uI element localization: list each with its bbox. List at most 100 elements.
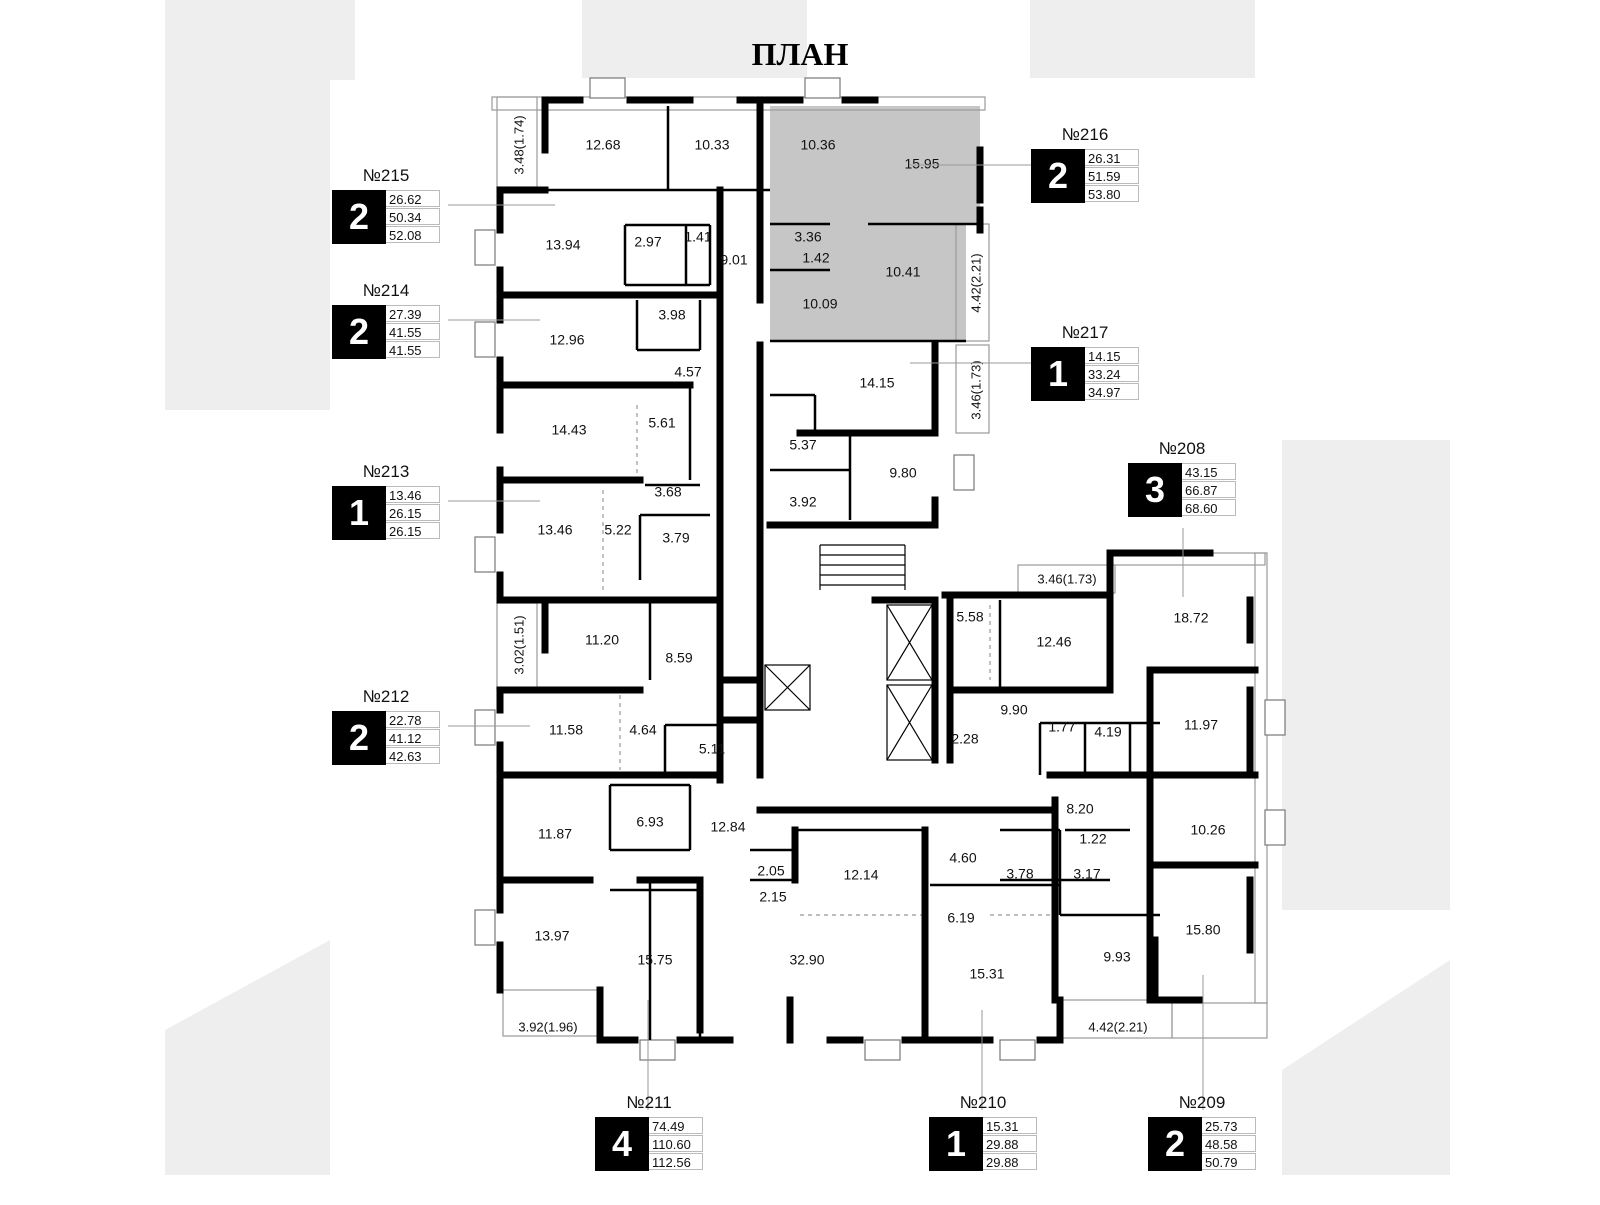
room-label: 12.84 xyxy=(710,819,745,835)
total-area: 66.87 xyxy=(1182,481,1236,498)
apartment-badge-211[interactable]: №211 4 74.49 110.60 112.56 xyxy=(595,1093,703,1171)
balcony-label: 3.92(1.96) xyxy=(518,1019,577,1034)
total-area: 110.60 xyxy=(649,1135,703,1152)
room-label: 14.15 xyxy=(859,375,894,391)
room-count: 4 xyxy=(595,1117,649,1171)
room-label: 13.46 xyxy=(537,522,572,538)
room-count: 1 xyxy=(1031,347,1085,401)
room-label: 3.98 xyxy=(658,307,685,323)
room-label: 1.42 xyxy=(802,250,829,266)
plan-title: ПЛАН xyxy=(751,36,849,72)
apartment-number: №212 xyxy=(362,687,410,706)
room-label: 15.95 xyxy=(904,156,939,172)
room-label: 2.05 xyxy=(757,863,784,879)
background-blocks xyxy=(165,0,1450,1175)
balcony-label: 3.02(1.51) xyxy=(511,615,526,674)
room-labels: 12.68 10.33 10.36 15.95 13.94 2.97 1.41 … xyxy=(534,137,1225,982)
room-label: 12.68 xyxy=(585,137,620,153)
apartment-badge-209[interactable]: №209 2 25.73 48.58 50.79 xyxy=(1148,1093,1256,1171)
room-label: 12.46 xyxy=(1036,634,1071,650)
room-label: 2.28 xyxy=(951,731,978,747)
apartment-number: №216 xyxy=(1061,125,1109,144)
total-area-with-balcony: 52.08 xyxy=(386,226,440,243)
windows xyxy=(474,77,1286,1061)
room-label: 3.68 xyxy=(654,484,681,500)
room-label: 15.75 xyxy=(637,952,672,968)
room-count: 3 xyxy=(1128,463,1182,517)
room-label: 3.78 xyxy=(1006,866,1033,882)
room-label: 4.64 xyxy=(629,722,656,738)
living-area: 74.49 xyxy=(649,1117,703,1134)
apartment-number: №208 xyxy=(1158,439,1206,458)
room-label: 4.57 xyxy=(674,364,701,380)
apartment-number: №210 xyxy=(959,1093,1007,1112)
room-label: 18.72 xyxy=(1173,610,1208,626)
room-count: 2 xyxy=(1148,1117,1202,1171)
apartment-badge-216[interactable]: №216 2 26.31 51.59 53.80 xyxy=(1031,125,1139,203)
exterior-walls xyxy=(496,96,1259,1044)
apartment-number: №217 xyxy=(1061,323,1109,342)
room-label: 32.90 xyxy=(789,952,824,968)
apartment-badge-215[interactable]: №215 2 26.62 50.34 52.08 xyxy=(332,166,440,244)
room-label: 2.15 xyxy=(759,889,786,905)
balcony-label: 4.42(2.21) xyxy=(1088,1019,1147,1034)
total-area-with-balcony: 50.79 xyxy=(1202,1153,1256,1170)
room-label: 11.97 xyxy=(1184,717,1218,733)
apartment-badge-213[interactable]: №213 1 13.46 26.15 26.15 xyxy=(332,462,440,540)
room-label: 6.19 xyxy=(947,910,974,926)
apartment-number: №214 xyxy=(362,281,410,300)
room-count: 2 xyxy=(332,711,386,765)
interior-walls xyxy=(545,106,1160,1040)
room-label: 9.93 xyxy=(1103,949,1130,965)
apartment-badge-212[interactable]: №212 2 22.78 41.12 42.63 xyxy=(332,687,440,765)
room-label: 8.20 xyxy=(1066,801,1093,817)
balcony-label: 3.46(1.73) xyxy=(1037,571,1096,586)
total-area-with-balcony: 112.56 xyxy=(649,1153,703,1170)
room-label: 4.19 xyxy=(1094,724,1121,740)
total-area-with-balcony: 42.63 xyxy=(386,747,440,764)
balcony-labels: 3.48(1.74) 4.42(2.21) 3.46(1.73) 3.46(1.… xyxy=(511,115,1147,1034)
room-label: 12.14 xyxy=(843,867,878,883)
total-area: 48.58 xyxy=(1202,1135,1256,1152)
total-area-with-balcony: 53.80 xyxy=(1085,185,1139,202)
total-area-with-balcony: 41.55 xyxy=(386,341,440,358)
zone-dividers xyxy=(602,405,1050,916)
living-area: 15.31 xyxy=(983,1117,1037,1134)
total-area: 50.34 xyxy=(386,208,440,225)
total-area: 29.88 xyxy=(983,1135,1037,1152)
apartment-number: №215 xyxy=(362,166,410,185)
living-area: 13.46 xyxy=(386,486,440,503)
room-label: 1.77 xyxy=(1048,719,1075,735)
total-area: 26.15 xyxy=(386,504,440,521)
room-label: 10.36 xyxy=(800,137,835,153)
room-label: 3.36 xyxy=(794,229,821,245)
room-label: 10.41 xyxy=(885,264,920,280)
room-label: 5.11 xyxy=(699,741,725,757)
room-count: 1 xyxy=(929,1117,983,1171)
room-label: 5.22 xyxy=(604,522,631,538)
room-label: 3.17 xyxy=(1073,866,1100,882)
room-label: 8.59 xyxy=(665,650,692,666)
room-label: 9.90 xyxy=(1000,702,1027,718)
total-area-with-balcony: 68.60 xyxy=(1182,499,1236,516)
room-label: 3.92 xyxy=(789,494,816,510)
apartment-badge-217[interactable]: №217 1 14.15 33.24 34.97 xyxy=(1031,323,1139,401)
room-label: 5.61 xyxy=(648,415,675,431)
room-label: 6.93 xyxy=(636,814,663,830)
apartment-number: №213 xyxy=(362,462,410,481)
total-area-with-balcony: 26.15 xyxy=(386,522,440,539)
total-area-with-balcony: 34.97 xyxy=(1085,383,1139,400)
balcony-label: 3.46(1.73) xyxy=(968,360,983,419)
apartment-badge-210[interactable]: №210 1 15.31 29.88 29.88 xyxy=(929,1093,1037,1171)
total-area: 41.55 xyxy=(386,323,440,340)
apartment-number: №211 xyxy=(626,1093,672,1112)
leader-lines xyxy=(448,164,1204,1110)
apartment-badge-208[interactable]: №208 3 43.15 66.87 68.60 xyxy=(1128,439,1236,517)
room-label: 9.80 xyxy=(889,465,916,481)
living-area: 43.15 xyxy=(1182,463,1236,480)
room-label: 11.20 xyxy=(585,632,619,648)
room-count: 2 xyxy=(332,190,386,244)
room-label: 10.33 xyxy=(694,137,729,153)
apartment-badge-214[interactable]: №214 2 27.39 41.55 41.55 xyxy=(332,281,440,359)
